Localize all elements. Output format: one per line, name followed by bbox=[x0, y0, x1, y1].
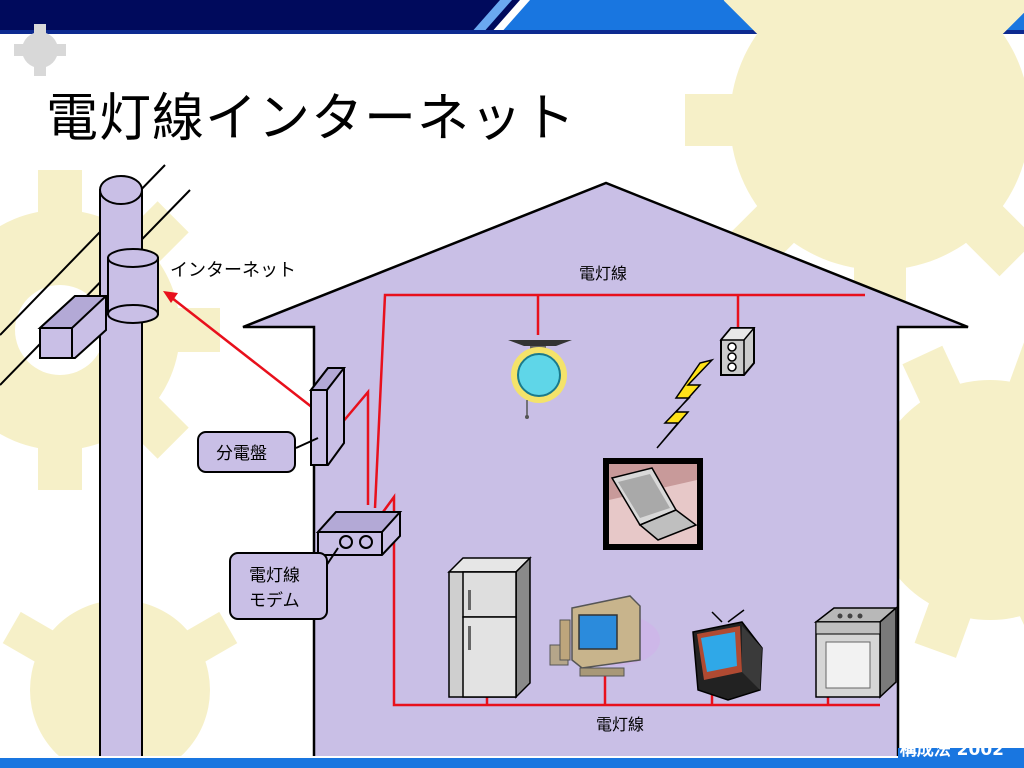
pole-box-icon bbox=[37, 295, 109, 359]
footer-band bbox=[0, 748, 1024, 768]
internet-label: インターネット bbox=[170, 260, 296, 281]
distribution-board-icon bbox=[308, 367, 347, 466]
slide-title: 電灯線インターネット bbox=[46, 89, 577, 149]
slide-footer: 構成法 2002 bbox=[899, 740, 1004, 760]
lightning-icon bbox=[656, 358, 715, 449]
refrigerator-icon bbox=[447, 556, 532, 699]
plc-modem-label-line2: モデム bbox=[249, 590, 300, 611]
television-icon bbox=[692, 609, 763, 701]
pole-transformer-icon bbox=[107, 248, 159, 324]
desktop-computer-icon bbox=[549, 595, 660, 677]
distribution-board-callout bbox=[197, 431, 319, 473]
plc-modem-label-line1: 電灯線 bbox=[249, 566, 300, 586]
laptop-icon bbox=[603, 458, 703, 550]
plc-modem-icon bbox=[315, 511, 403, 556]
internet-arrow bbox=[163, 291, 314, 409]
distribution-board-label: 分電盤 bbox=[216, 444, 267, 464]
light-bulb-icon bbox=[508, 340, 572, 419]
power-line-label-bottom: 電灯線 bbox=[596, 715, 644, 734]
power-line-label-top: 電灯線 bbox=[579, 264, 627, 283]
washing-machine-icon bbox=[813, 606, 898, 699]
plc-modem-callout bbox=[229, 547, 339, 620]
speaker-icon bbox=[719, 327, 756, 376]
